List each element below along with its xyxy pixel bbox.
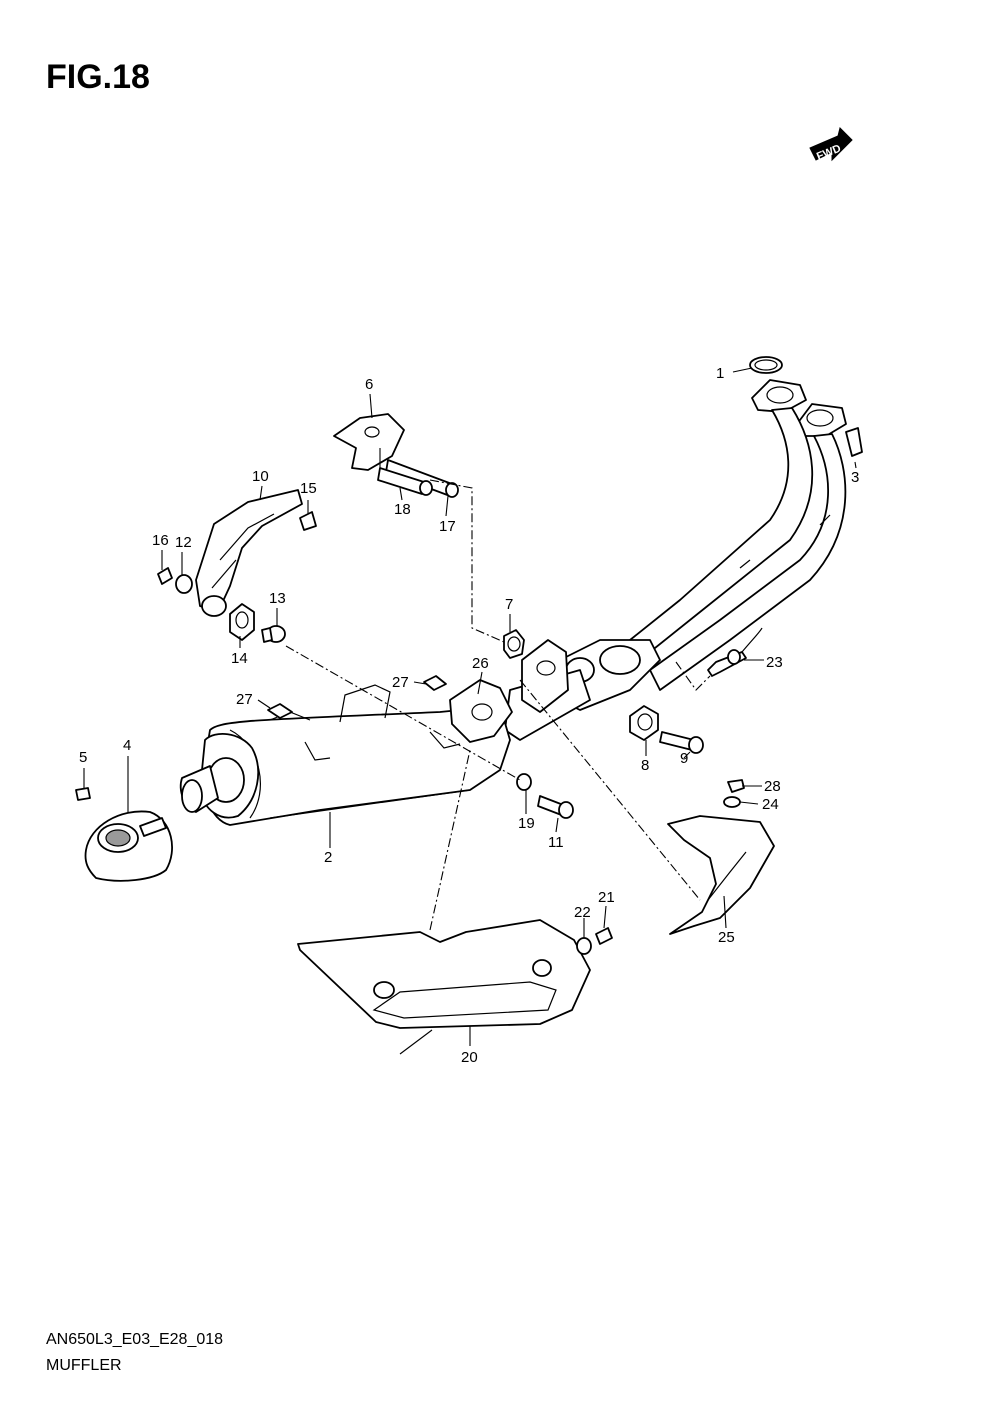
bolt-part-21 — [595, 927, 613, 945]
protector-part-25 — [667, 815, 775, 935]
bolt-part-15 — [299, 511, 317, 531]
bracket-part-6 — [333, 413, 405, 471]
callout-11: 11 — [548, 834, 564, 851]
washer-part-12 — [175, 574, 193, 594]
clip-part-27-right — [423, 675, 447, 691]
bracket-part-10 — [195, 489, 303, 617]
bolt-part-18 — [377, 467, 433, 496]
callout-9: 9 — [680, 750, 688, 767]
washer-part-24 — [723, 796, 741, 808]
callout-23: 23 — [766, 654, 783, 671]
collar-part-22 — [576, 937, 592, 955]
diagram-code: AN650L3_E03_E28_018 — [46, 1331, 224, 1348]
callout-14: 14 — [231, 650, 248, 667]
header-pipe-1 — [629, 407, 814, 661]
callout-3: 3 — [851, 469, 859, 486]
washer-part-19 — [516, 773, 532, 791]
collar-part-7 — [503, 629, 525, 659]
screw-part-28 — [727, 779, 745, 793]
callout-7: 7 — [505, 596, 513, 613]
bolt-part-9 — [659, 731, 704, 754]
diagram-name: MUFFLER — [46, 1357, 122, 1374]
callout-25: 25 — [718, 929, 735, 946]
callout-labels: 1 2 3 4 5 6 7 8 9 10 11 12 13 14 15 16 1… — [79, 365, 859, 1066]
callout-17: 17 — [439, 518, 456, 535]
muffler-body-part-2 — [179, 684, 511, 826]
callout-18: 18 — [394, 501, 411, 518]
bush-part-14 — [229, 603, 255, 641]
oxygen-sensor-part-23 — [707, 627, 763, 677]
bolt-part-17 — [385, 459, 459, 498]
bush-part-8 — [629, 705, 659, 741]
callout-12: 12 — [175, 534, 192, 551]
callout-16: 16 — [152, 532, 169, 549]
figure-title: FIG.18 — [46, 58, 150, 96]
callout-21: 21 — [598, 889, 615, 906]
exhaust-pipe-assembly — [504, 356, 863, 741]
callout-6: 6 — [365, 376, 373, 393]
heat-cover-part-20 — [297, 919, 591, 1029]
callout-13: 13 — [269, 590, 286, 607]
callout-27-right: 27 — [392, 674, 409, 691]
callout-28: 28 — [764, 778, 781, 795]
nut-part-16 — [157, 567, 173, 585]
collector-bracket — [521, 639, 569, 713]
callout-8: 8 — [641, 757, 649, 774]
end-cap-part-4 — [84, 810, 173, 882]
collar-part-13 — [261, 625, 286, 643]
callout-20: 20 — [461, 1049, 478, 1066]
flange-1 — [751, 379, 807, 413]
stud-bolt-3 — [845, 427, 863, 457]
callout-26: 26 — [472, 655, 489, 672]
callout-27-left: 27 — [236, 691, 253, 708]
callout-2: 2 — [324, 849, 332, 866]
callout-24: 24 — [762, 796, 779, 813]
callout-1: 1 — [716, 365, 724, 382]
bolt-part-5 — [75, 787, 91, 801]
callout-4: 4 — [123, 737, 131, 754]
header-pipe-2 — [649, 433, 847, 691]
forward-arrow-icon: FWD — [809, 127, 853, 163]
muffler-bracket-26 — [449, 679, 513, 743]
callout-15: 15 — [300, 480, 317, 497]
bolt-part-11 — [537, 795, 574, 819]
callout-19: 19 — [518, 815, 535, 832]
callout-22: 22 — [574, 904, 591, 921]
callout-5: 5 — [79, 749, 87, 766]
callout-10: 10 — [252, 468, 269, 485]
clip-part-27-left — [267, 703, 293, 719]
